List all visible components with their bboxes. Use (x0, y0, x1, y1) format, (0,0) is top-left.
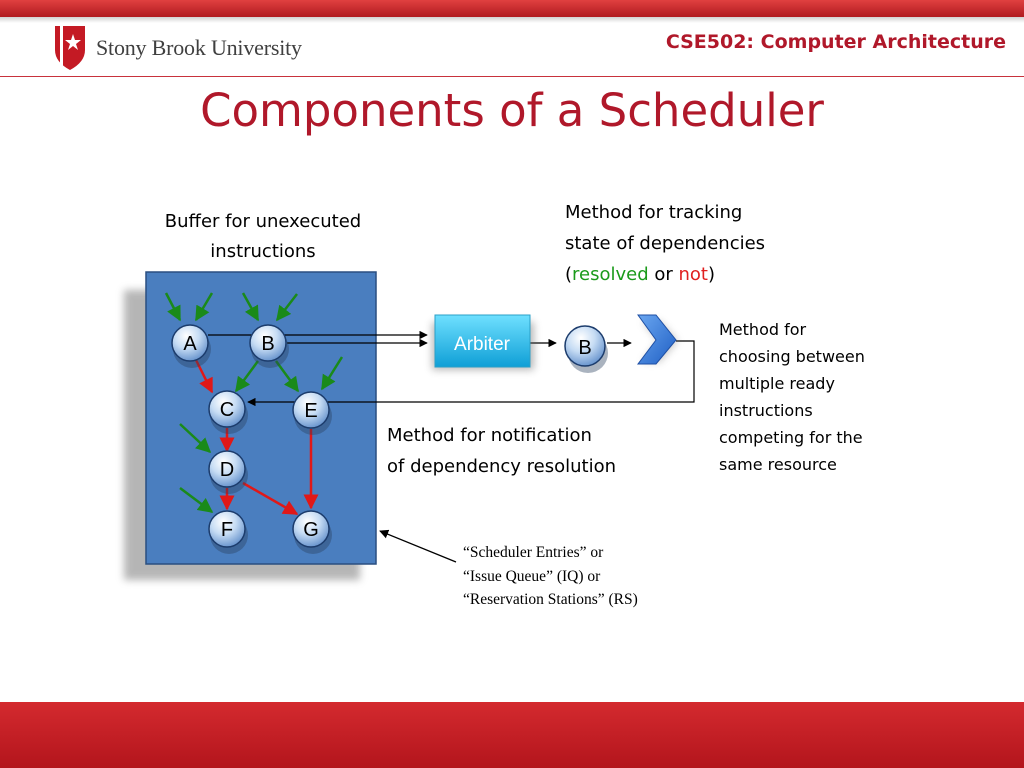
label-line: state of dependencies (565, 233, 766, 254)
paren: ) (708, 264, 716, 285)
wakeup-arrow (276, 293, 298, 322)
wakeup-arrow (194, 292, 214, 322)
shield-icon (55, 26, 85, 70)
node-label: B (578, 337, 591, 359)
slide-title: Components of a Scheduler (200, 84, 824, 137)
node-label: C (220, 399, 234, 421)
wakeup-arrow (179, 423, 212, 454)
label-line: same resource (719, 455, 837, 474)
dependency-arrow (234, 360, 260, 393)
wakeup-arrow (179, 487, 214, 513)
node-f: F (208, 510, 248, 554)
wakeup-arrow (241, 292, 260, 322)
node-label: A (183, 333, 197, 355)
top-bar-shadow (0, 17, 1024, 23)
dependency-arrow (194, 359, 214, 394)
dependency-arrow (274, 360, 300, 393)
course-title: CSE502: Computer Architecture (665, 31, 1006, 53)
resolved-word: resolved (572, 264, 649, 285)
wakeup-arrow (320, 356, 344, 391)
node-label: B (261, 333, 274, 355)
label-line: multiple ready (719, 374, 835, 393)
label-line: “Issue Queue” (IQ) or (463, 567, 601, 585)
node-c: C (208, 390, 248, 434)
choosing-label: Method for choosing between multiple rea… (719, 316, 865, 478)
not-word: not (678, 264, 708, 285)
label-line: competing for the (719, 428, 863, 447)
node-label: D (220, 459, 234, 481)
tracking-label: Method for tracking state of dependencie… (565, 197, 765, 290)
label-line: choosing between (719, 347, 865, 366)
arbiter-label: Arbiter (454, 334, 511, 355)
dependency-arrow (242, 481, 299, 516)
label-line: “Reservation Stations” (RS) (463, 591, 638, 608)
logo-text: Stony Brook University (96, 35, 302, 60)
label-line: instructions (719, 401, 813, 420)
node-label: E (304, 400, 317, 422)
label-line: Method for tracking (565, 202, 743, 223)
node-d: D (208, 450, 248, 494)
label-line: Method for notification (387, 425, 592, 446)
top-bar (0, 0, 1024, 17)
label-line: Method for (719, 320, 807, 339)
label-line: (resolved or not) (565, 259, 765, 290)
label-line: instructions (210, 241, 316, 262)
entries-pointer-arrow (379, 529, 457, 563)
node-label: G (303, 519, 319, 541)
header-rule (0, 76, 1024, 77)
node-e: E (292, 391, 332, 435)
entries-label: “Scheduler Entries” or “Issue Queue” (IQ… (463, 541, 638, 612)
label-line: Buffer for unexecuted (164, 211, 362, 232)
arbiter-box (434, 314, 531, 368)
label-line: of dependency resolution (387, 456, 617, 477)
chevron-right-icon (637, 314, 677, 365)
or-word: or (648, 264, 679, 285)
label-line: “Scheduler Entries” or (463, 544, 604, 561)
wakeup-broadcast-line (247, 340, 695, 407)
buffer-label: Buffer for unexecuted instructions (140, 207, 386, 267)
paren: ( (565, 264, 573, 285)
bottom-bar (0, 702, 1024, 768)
node-b: B (249, 324, 289, 368)
notification-label: Method for notification of dependency re… (387, 420, 616, 482)
university-logo: Stony Brook University (52, 26, 322, 70)
node-g: G (292, 510, 332, 554)
node-a: A (171, 324, 211, 368)
scheduler-entries-box (145, 271, 377, 565)
node-label: F (221, 519, 233, 541)
wakeup-arrow (164, 292, 182, 322)
selected-node-b: B (564, 325, 608, 373)
